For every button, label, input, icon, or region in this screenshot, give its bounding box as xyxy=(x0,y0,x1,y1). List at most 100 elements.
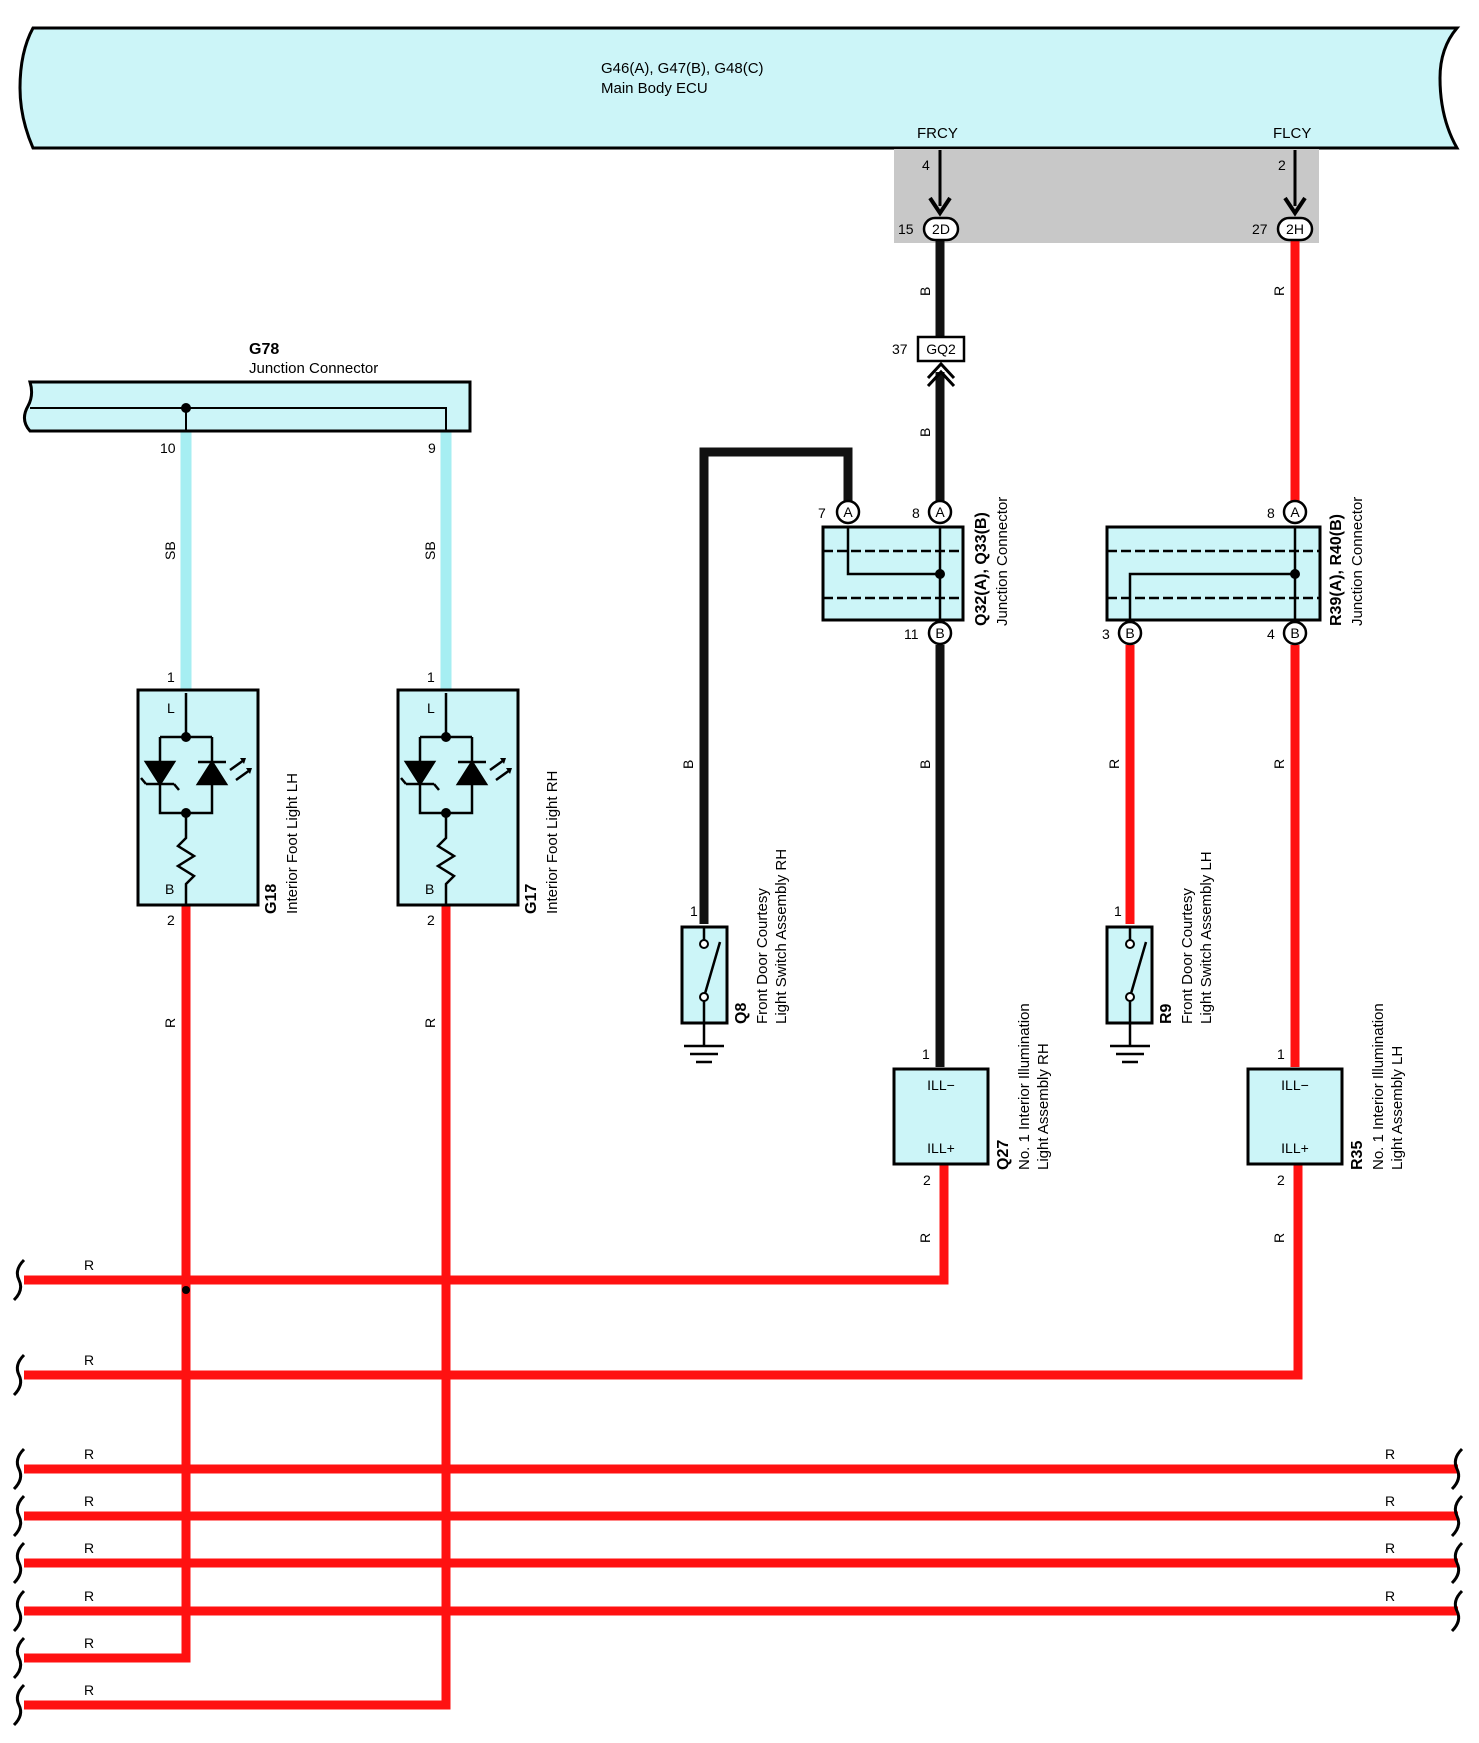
q27-term-top: ILL− xyxy=(927,1077,955,1093)
r39-junction-dot xyxy=(1290,569,1300,579)
q8-pin: 1 xyxy=(690,903,698,919)
g18-code: G18 xyxy=(263,884,280,914)
g17-name: Interior Foot Light RH xyxy=(544,771,561,914)
r39-pin-b3: 3 xyxy=(1102,626,1110,642)
q27-interior-illumination-light-rh: 1 ILL− ILL+ 2 Q27 No. 1 Interior Illumin… xyxy=(892,1003,1052,1188)
break-mark xyxy=(12,1447,26,1491)
wire-code-bus-3-left: R xyxy=(84,1540,94,1556)
ecu-terminal-frcy: FRCY xyxy=(917,125,958,142)
connector-2d-pill xyxy=(922,216,960,242)
q32-badge-a8 xyxy=(927,499,953,525)
led-light-arrows-icon xyxy=(240,758,252,774)
r39-badge-b3 xyxy=(1117,620,1143,646)
switch-contact-top xyxy=(1125,939,1135,949)
right-break-marks xyxy=(1450,1447,1464,1633)
switch-contact-bottom xyxy=(699,992,709,1002)
g78-junction-dot xyxy=(181,403,191,413)
wire-b-q32-to-q8 xyxy=(699,447,853,924)
wire-r-g17-down xyxy=(24,905,451,1710)
led-icon xyxy=(455,758,511,786)
junction-dot xyxy=(182,1286,190,1294)
connector-gq2-pin: 37 xyxy=(892,341,908,357)
wire-code-g17-out: R xyxy=(422,1018,438,1028)
q8-name-line2: Light Switch Assembly RH xyxy=(773,849,790,1024)
q32-name: Junction Connector xyxy=(994,497,1011,626)
q32-badge-b11-label: B xyxy=(935,625,944,641)
switch-contact-top xyxy=(699,939,709,949)
g17-term-top: L xyxy=(427,700,435,716)
wire-code-bus-3-right: R xyxy=(1385,1540,1395,1556)
g17-term-bottom: B xyxy=(425,881,434,897)
break-mark xyxy=(12,1541,26,1585)
led-light-arrows-icon xyxy=(500,758,512,774)
g17-interior-foot-light-rh: 1 L B 2 G17 Interior Foot Light RH xyxy=(396,669,561,928)
arrow-head-flcy xyxy=(1283,196,1307,217)
ecu-terminal-flcy: FLCY xyxy=(1273,125,1311,142)
break-mark xyxy=(1450,1447,1464,1491)
wire-code-gq2-q32: B xyxy=(917,428,933,437)
wire-code-bus-2-left: R xyxy=(84,1493,94,1509)
connector-gq2-chevrons xyxy=(926,361,956,388)
r39-badge-a8-label: A xyxy=(1290,504,1300,520)
g17-pin-bottom: 2 xyxy=(427,912,435,928)
q32-pin-b11: 11 xyxy=(904,626,919,642)
g18-node-bottom xyxy=(181,808,191,818)
ecu-title: G46(A), G47(B), G48(C) xyxy=(601,60,764,77)
connector-2h-pin: 27 xyxy=(1252,221,1268,237)
q32-pin-a8: 8 xyxy=(912,505,920,521)
ground-icon xyxy=(684,1023,724,1064)
wire-r-r35-bus xyxy=(24,1160,1303,1380)
break-mark xyxy=(12,1353,26,1397)
wire-code-r9: R xyxy=(1106,759,1122,769)
connector-2h: 2H 27 xyxy=(1252,216,1314,242)
r35-pin-bottom: 2 xyxy=(1277,1172,1285,1188)
g18-pin-top: 1 xyxy=(167,669,175,685)
q27-name-line2: Light Assembly RH xyxy=(1035,1043,1052,1170)
q32-badge-a7-label: A xyxy=(843,504,853,520)
g18-body xyxy=(136,688,260,907)
main-body-ecu: G46(A), G47(B), G48(C) Main Body ECU FRC… xyxy=(18,26,1461,150)
r39-r40-junction-connector: A B B 8 3 4 R39(A), R40(B) Junction Conn… xyxy=(1102,497,1366,646)
r39-code: R39(A), R40(B) xyxy=(1328,514,1345,626)
connector-2h-pill xyxy=(1276,216,1314,242)
wire-code-bus-g18: R xyxy=(84,1635,94,1651)
g18-pin-bottom: 2 xyxy=(167,912,175,928)
r35-interior-illumination-light-lh: 1 ILL− ILL+ 2 R35 No. 1 Interior Illumin… xyxy=(1246,1003,1406,1188)
g78-pin-left: 10 xyxy=(160,440,176,456)
connector-gq2: GQ2 37 xyxy=(892,335,966,388)
ground-icon xyxy=(1110,1023,1150,1064)
g18-node-top xyxy=(181,732,191,742)
g78-junction-connector: G78 Junction Connector 10 9 xyxy=(23,341,472,456)
ecu-body xyxy=(18,26,1461,150)
wire-code-bus-4-left: R xyxy=(84,1588,94,1604)
q27-pin-top: 1 xyxy=(922,1046,930,1062)
q27-pin-bottom: 2 xyxy=(923,1172,931,1188)
r35-body xyxy=(1246,1067,1344,1166)
r39-pin-a8: 8 xyxy=(1267,505,1275,521)
connector-gq2-box xyxy=(916,335,966,363)
break-mark xyxy=(1450,1589,1464,1633)
g18-interior-foot-light-lh: 1 L B 2 G18 Interior Foot Light LH xyxy=(136,669,301,928)
r35-term-bottom: ILL+ xyxy=(1281,1140,1309,1156)
r39-badge-b4-label: B xyxy=(1290,625,1299,641)
wire-code-r39-r35: R xyxy=(1271,759,1287,769)
wire-code-g18-out: R xyxy=(162,1018,178,1028)
q32-code: Q32(A), Q33(B) xyxy=(973,512,990,626)
wire-code-bus-1-right: R xyxy=(1385,1446,1395,1462)
g18-term-top: L xyxy=(167,700,175,716)
q27-name-line1: No. 1 Interior Illumination xyxy=(1016,1003,1033,1170)
wire-code-sb-g18: SB xyxy=(162,541,178,560)
q27-term-bottom: ILL+ xyxy=(927,1140,955,1156)
q32-badge-a8-label: A xyxy=(935,504,945,520)
g78-name: Junction Connector xyxy=(249,360,378,377)
wire-code-sb-g17: SB xyxy=(422,541,438,560)
wire-code-q8: B xyxy=(680,760,696,769)
break-mark xyxy=(1450,1494,1464,1538)
r39-badge-b4 xyxy=(1282,620,1308,646)
q8-door-courtesy-switch-rh: 1 Q8 Front Door Courtesy Light Switch As… xyxy=(680,849,790,1064)
wire-code-q32-q27: B xyxy=(917,760,933,769)
connector-2d: 2D 15 xyxy=(898,216,960,242)
wire-code-bus-2-right: R xyxy=(1385,1493,1395,1509)
connector-2d-label: 2D xyxy=(932,221,950,237)
